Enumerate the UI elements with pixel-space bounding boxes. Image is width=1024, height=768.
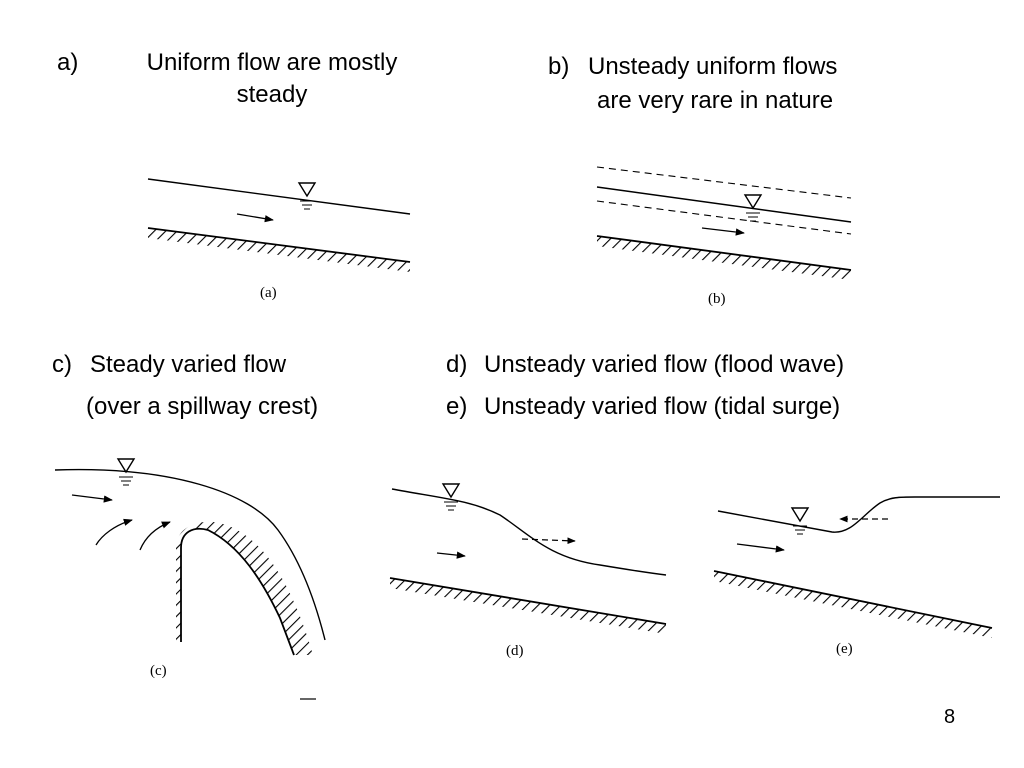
label-c-letter: c) — [52, 351, 72, 378]
water-level-icon — [790, 507, 810, 535]
channel-bed — [596, 235, 852, 280]
water-level-icon — [743, 194, 763, 222]
label-d-letter: d) — [446, 351, 468, 378]
label-b-line1: Unsteady uniform flows — [588, 53, 838, 80]
label-a-line1: Uniform flow are mostly — [146, 49, 398, 76]
figure-e: (e) — [713, 496, 1000, 657]
figure-a-caption: (a) — [260, 285, 277, 301]
wave-direction-arrow — [521, 537, 576, 545]
water-surface-line — [147, 178, 411, 215]
flow-arrow-curved — [139, 521, 171, 551]
water-level-icon — [116, 458, 136, 486]
water-surface-line — [596, 186, 852, 223]
dashed-lower-surface — [596, 200, 852, 235]
channel-bed — [147, 227, 411, 272]
channel-bed — [389, 577, 667, 634]
label-e-letter: e) — [446, 393, 468, 420]
label-c-line2: (over a spillway crest) — [86, 393, 319, 420]
figure-d-caption: (d) — [506, 643, 524, 659]
label-a-letter: a) — [57, 49, 79, 76]
water-surface-curve — [54, 468, 326, 641]
flow-arrow — [736, 543, 785, 553]
spillway-crest — [176, 521, 313, 656]
water-surface-curve — [391, 488, 667, 576]
label-d-text: Unsteady varied flow (flood wave) — [484, 351, 845, 378]
flow-arrow — [436, 551, 466, 559]
water-level-icon — [441, 483, 461, 511]
flow-arrow — [236, 213, 274, 223]
label-b-line2: are very rare in nature — [597, 87, 834, 114]
dashed-upper-surface — [596, 166, 852, 199]
figure-e-caption: (e) — [836, 641, 853, 657]
flow-arrow — [71, 494, 113, 503]
flow-arrow-curved — [95, 518, 133, 546]
label-b-letter: b) — [548, 53, 570, 80]
figure-b: (b) — [596, 166, 852, 307]
figure-d: (d) — [389, 483, 667, 659]
figure-b-caption: (b) — [708, 291, 726, 307]
figure-c: (c) — [54, 458, 326, 700]
water-level-icon — [297, 182, 317, 210]
label-e-text: Unsteady varied flow (tidal surge) — [484, 393, 841, 420]
water-surface-curve — [717, 496, 1000, 533]
channel-bed — [713, 570, 993, 638]
label-a-line2: steady — [236, 81, 308, 108]
page-number: 8 — [944, 706, 956, 728]
figure-c-caption: (c) — [150, 663, 167, 679]
label-c-line1: Steady varied flow — [90, 351, 287, 378]
flow-arrow — [701, 227, 745, 236]
figure-a: (a) — [147, 178, 411, 301]
